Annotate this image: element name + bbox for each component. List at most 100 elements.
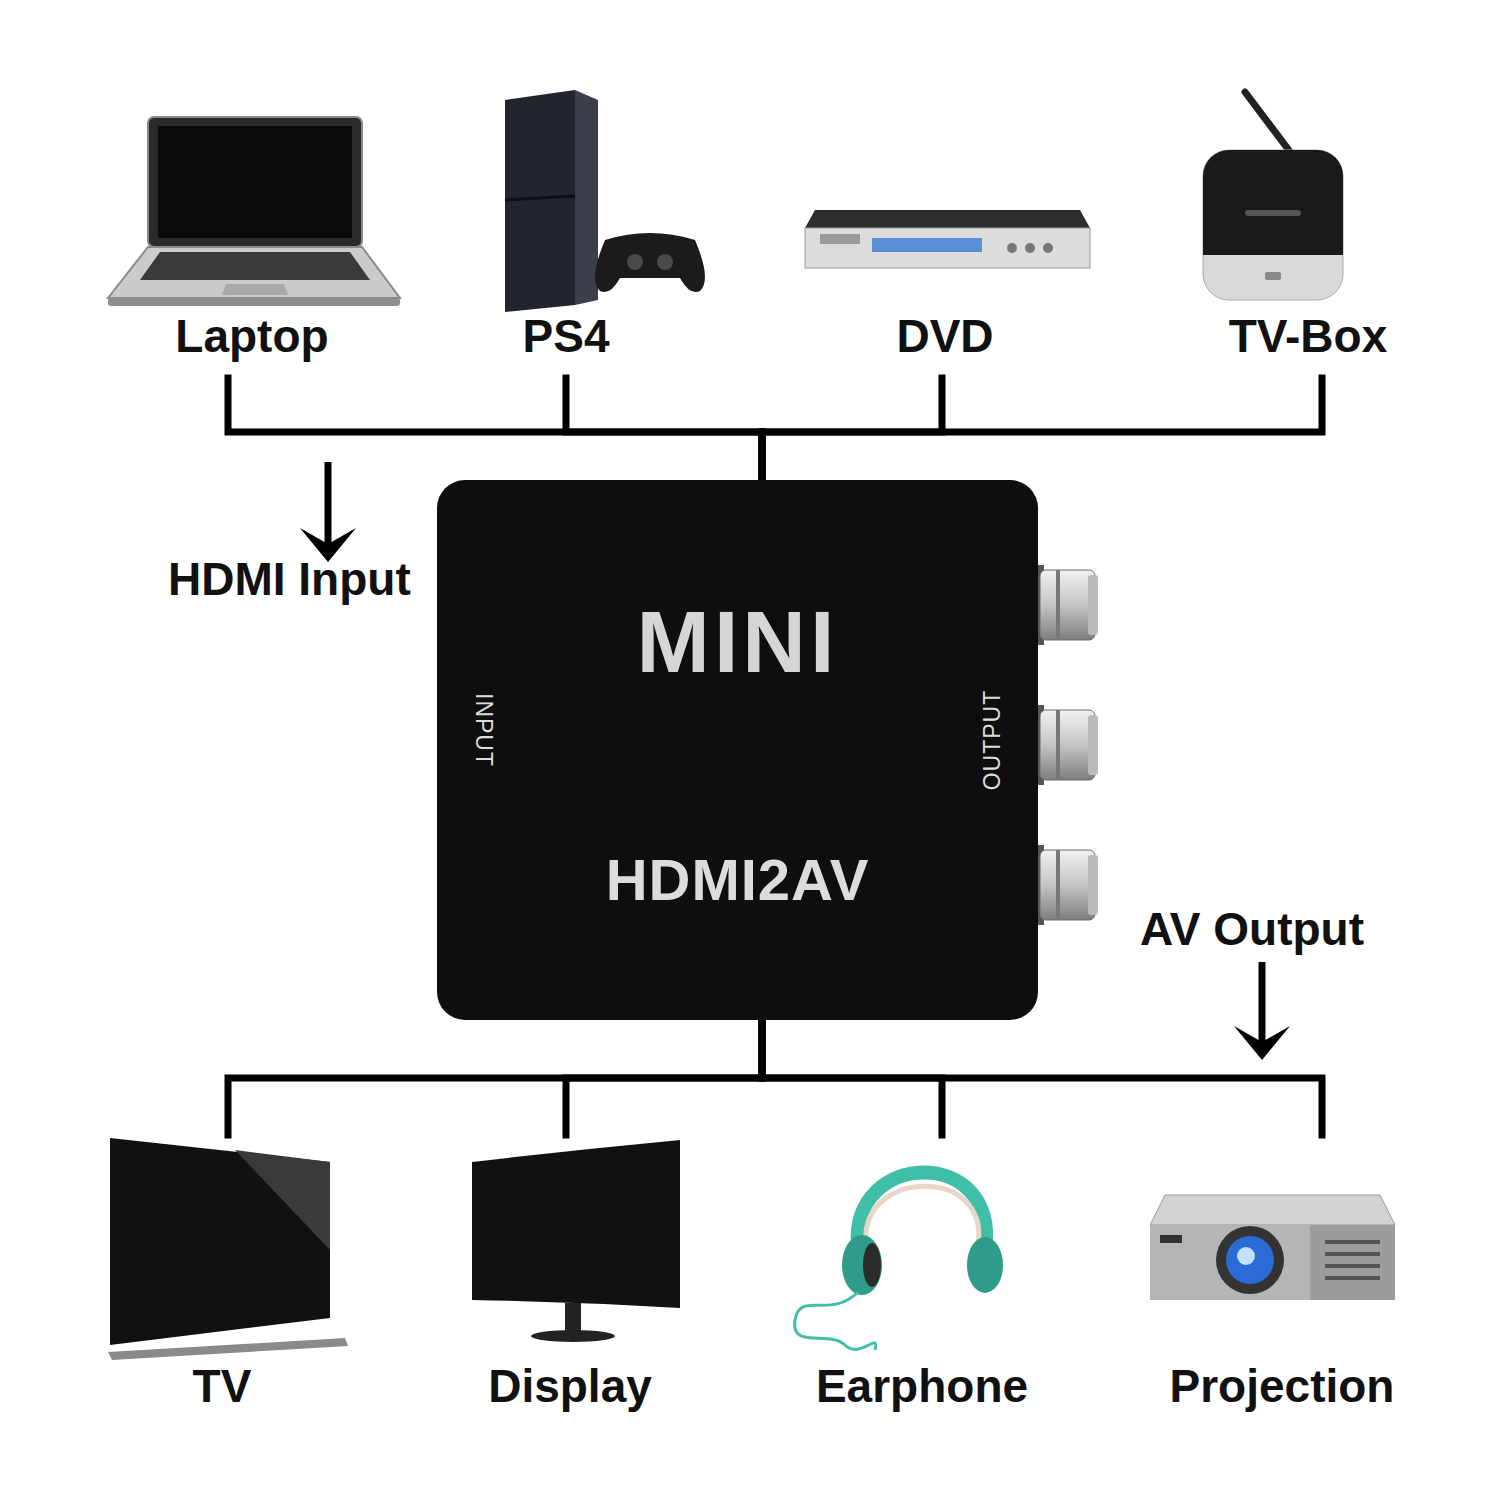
projector-vent (1325, 1264, 1380, 1268)
laptop-touchpad (222, 284, 288, 295)
projector-front (1150, 1225, 1310, 1300)
console-front (505, 90, 575, 312)
tvbox-logo (1245, 210, 1301, 216)
projector-lens (1237, 1247, 1255, 1265)
console-stripe (505, 196, 575, 200)
laptop-screen (158, 126, 352, 238)
ear-cup (967, 1237, 1003, 1293)
port-caption: AV Output (1140, 903, 1364, 956)
projector-badge (1160, 1235, 1182, 1243)
device-label: TV-Box (1158, 310, 1458, 363)
console-side (575, 90, 598, 305)
headband (858, 1173, 986, 1251)
rca-jack (1030, 705, 1098, 785)
device-node: Earphone (792, 1135, 1092, 1425)
dvd-top (805, 210, 1090, 228)
bus-connector (228, 378, 762, 480)
tv-screen (110, 1138, 330, 1345)
tv-illustration (108, 1138, 348, 1360)
dvd-button (1025, 243, 1035, 253)
tvbox-top (1203, 215, 1343, 255)
bus-connector (762, 1020, 1322, 1135)
tv-stand (108, 1338, 348, 1360)
jack-body (1040, 710, 1095, 780)
jack-cap (1088, 575, 1098, 635)
projector-illustration (1150, 1195, 1395, 1300)
port-caption: HDMI Input (168, 553, 411, 606)
rca-jack (1030, 845, 1098, 925)
rca-jack (1030, 565, 1098, 645)
device-node: Display (416, 1135, 716, 1425)
earphone-cable (795, 1292, 876, 1350)
projector-vent (1325, 1276, 1380, 1280)
output-arrow (1234, 962, 1290, 1060)
device-label: DVD (795, 310, 1095, 363)
laptop-front-edge (108, 298, 400, 306)
dvd-illustration (805, 210, 1090, 268)
device-label: Laptop (102, 310, 402, 363)
device-node: PS4 (416, 90, 716, 378)
console-illustration (505, 90, 705, 312)
brand-text: MINI (437, 598, 1038, 686)
tvbox-base (1203, 150, 1343, 300)
dvd-tray (820, 234, 860, 244)
laptop-bezel (148, 117, 362, 247)
device-label: TV (72, 1360, 372, 1413)
projector-vent (1325, 1252, 1380, 1256)
tv-glare (235, 1150, 330, 1250)
jack-body (1040, 850, 1095, 920)
projector-body (1150, 1225, 1395, 1300)
laptop-illustration (108, 117, 400, 306)
jack-body (1040, 570, 1095, 640)
bus-connector (228, 1020, 762, 1135)
device-label: Projection (1132, 1360, 1432, 1413)
jack-ring (1056, 710, 1060, 780)
controller-body (595, 233, 705, 292)
bus-connector (762, 378, 1322, 480)
bus-connector (566, 1020, 762, 1135)
input-arrow (300, 462, 356, 562)
ear-cushion (863, 1243, 881, 1287)
device-label: Earphone (772, 1360, 1072, 1413)
controller-stick (657, 254, 673, 270)
model-text: HDMI2AV (437, 851, 1038, 909)
display-illustration (472, 1140, 680, 1342)
arrow-shaft (325, 462, 332, 545)
earphone-illustration (795, 1173, 1003, 1351)
device-node: Projection (1172, 1135, 1472, 1425)
display-base (531, 1330, 615, 1342)
tvbox-illustration (1203, 92, 1343, 300)
controller-stick (627, 254, 643, 270)
bus-connector (566, 378, 762, 480)
device-node: TV-Box (1172, 90, 1472, 378)
device-node: Laptop (78, 90, 378, 378)
display-screen (472, 1140, 680, 1308)
dvd-button (1043, 243, 1053, 253)
device-node: TV (78, 1135, 378, 1425)
laptop-base (108, 247, 400, 298)
projector-lens (1216, 1226, 1284, 1294)
laptop-keyboard (140, 252, 370, 280)
arrow-shaft (1259, 962, 1266, 1045)
jack-ring (1056, 570, 1060, 640)
ear-cup (842, 1235, 882, 1295)
display-neck (565, 1303, 581, 1333)
port-label: OUTPUT (981, 690, 1004, 791)
converter-box: MINI INPUT OUTPUT HDMI2AV (437, 480, 1038, 1020)
projector-vent (1325, 1240, 1380, 1244)
port-label: INPUT (472, 693, 495, 767)
projector-top (1150, 1195, 1395, 1225)
device-label: PS4 (416, 310, 716, 363)
dvd-display (872, 238, 982, 252)
jack-ring (1056, 850, 1060, 920)
projector-lens (1226, 1236, 1274, 1284)
arrow-head (1234, 1026, 1290, 1060)
dvd-button (1007, 243, 1017, 253)
tvbox-led (1265, 272, 1281, 280)
jack-cap (1088, 715, 1098, 775)
device-label: Display (420, 1360, 720, 1413)
device-node: DVD (792, 90, 1092, 378)
jack-cap (1088, 855, 1098, 915)
